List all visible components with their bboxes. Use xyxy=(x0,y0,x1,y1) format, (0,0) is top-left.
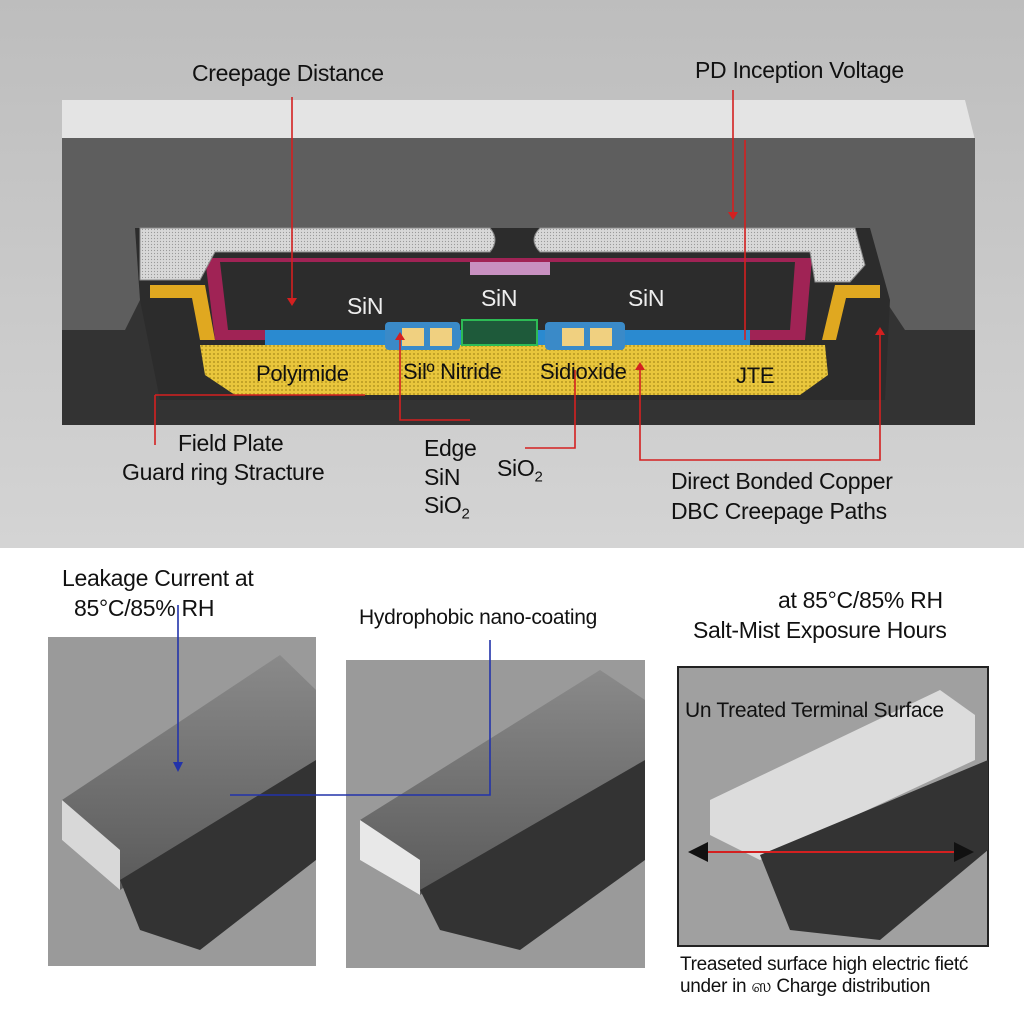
label-sin-left: SiN xyxy=(347,293,384,319)
pad-right xyxy=(545,322,625,350)
label-salt-line2: Salt-Mist Exposure Hours xyxy=(693,617,947,643)
label-salt-line1: at 85°C/85% RH xyxy=(778,587,943,613)
photo-coated xyxy=(346,660,645,968)
label-jte: JTE xyxy=(736,363,775,388)
label-creepage-distance: Creepage Distance xyxy=(192,60,384,86)
label-leakage-line1: Leakage Current at xyxy=(62,565,254,591)
label-polyimide: Polyimide xyxy=(256,361,349,386)
label-dbc-line1: Direct Bonded Copper xyxy=(671,468,893,494)
blue-annotation-lines xyxy=(177,605,491,796)
label-edge: Edge xyxy=(424,435,477,461)
caption-line2: under in ஸ Charge distribution xyxy=(680,976,931,997)
center-oxide xyxy=(461,319,538,346)
block-top-face xyxy=(62,100,975,140)
label-sio2: SiO2 xyxy=(497,455,543,486)
label-hydrophobic: Hydrophobic nano-coating xyxy=(359,606,597,629)
magenta-frame xyxy=(205,258,812,340)
contact xyxy=(562,328,584,346)
label-dbc-line2: DBC Creepage Paths xyxy=(671,498,887,524)
label-sin-center: SiN xyxy=(481,285,518,311)
caption-line1: Treaseted surface high electric fietć xyxy=(680,954,969,975)
blue-arrowhead xyxy=(173,762,183,772)
polyimide-layer xyxy=(200,345,828,395)
contact xyxy=(430,328,452,346)
label-leakage-line2: 85°C/85% RH xyxy=(74,595,215,621)
red-arrowheads xyxy=(287,212,885,370)
label-untreated: Un Treated Terminal Surface xyxy=(685,699,944,722)
label-sin-right: SiN xyxy=(628,285,665,311)
center-bridge xyxy=(470,262,550,275)
label-guard-ring: Guard ring Stracture xyxy=(122,459,325,485)
contact xyxy=(402,328,424,346)
contact xyxy=(590,328,612,346)
red-annotation-lines xyxy=(154,90,881,461)
label-pd-inception-voltage: PD Inception Voltage xyxy=(695,57,904,83)
label-edge-sio2: SiO2 xyxy=(424,492,470,523)
field-plate-cap-right xyxy=(533,227,866,283)
label-sidioxide: Sidioxide xyxy=(540,359,627,384)
photo-leakage xyxy=(48,637,316,966)
photo-untreated xyxy=(677,666,989,947)
label-sil-nitride: Silº Nitride xyxy=(403,359,502,384)
field-plate-cap-left xyxy=(139,227,496,281)
label-edge-sin: SiN xyxy=(424,464,461,490)
guard-ring-right xyxy=(822,285,880,340)
guard-ring-left xyxy=(150,285,215,340)
label-field-plate: Field Plate xyxy=(178,430,284,456)
